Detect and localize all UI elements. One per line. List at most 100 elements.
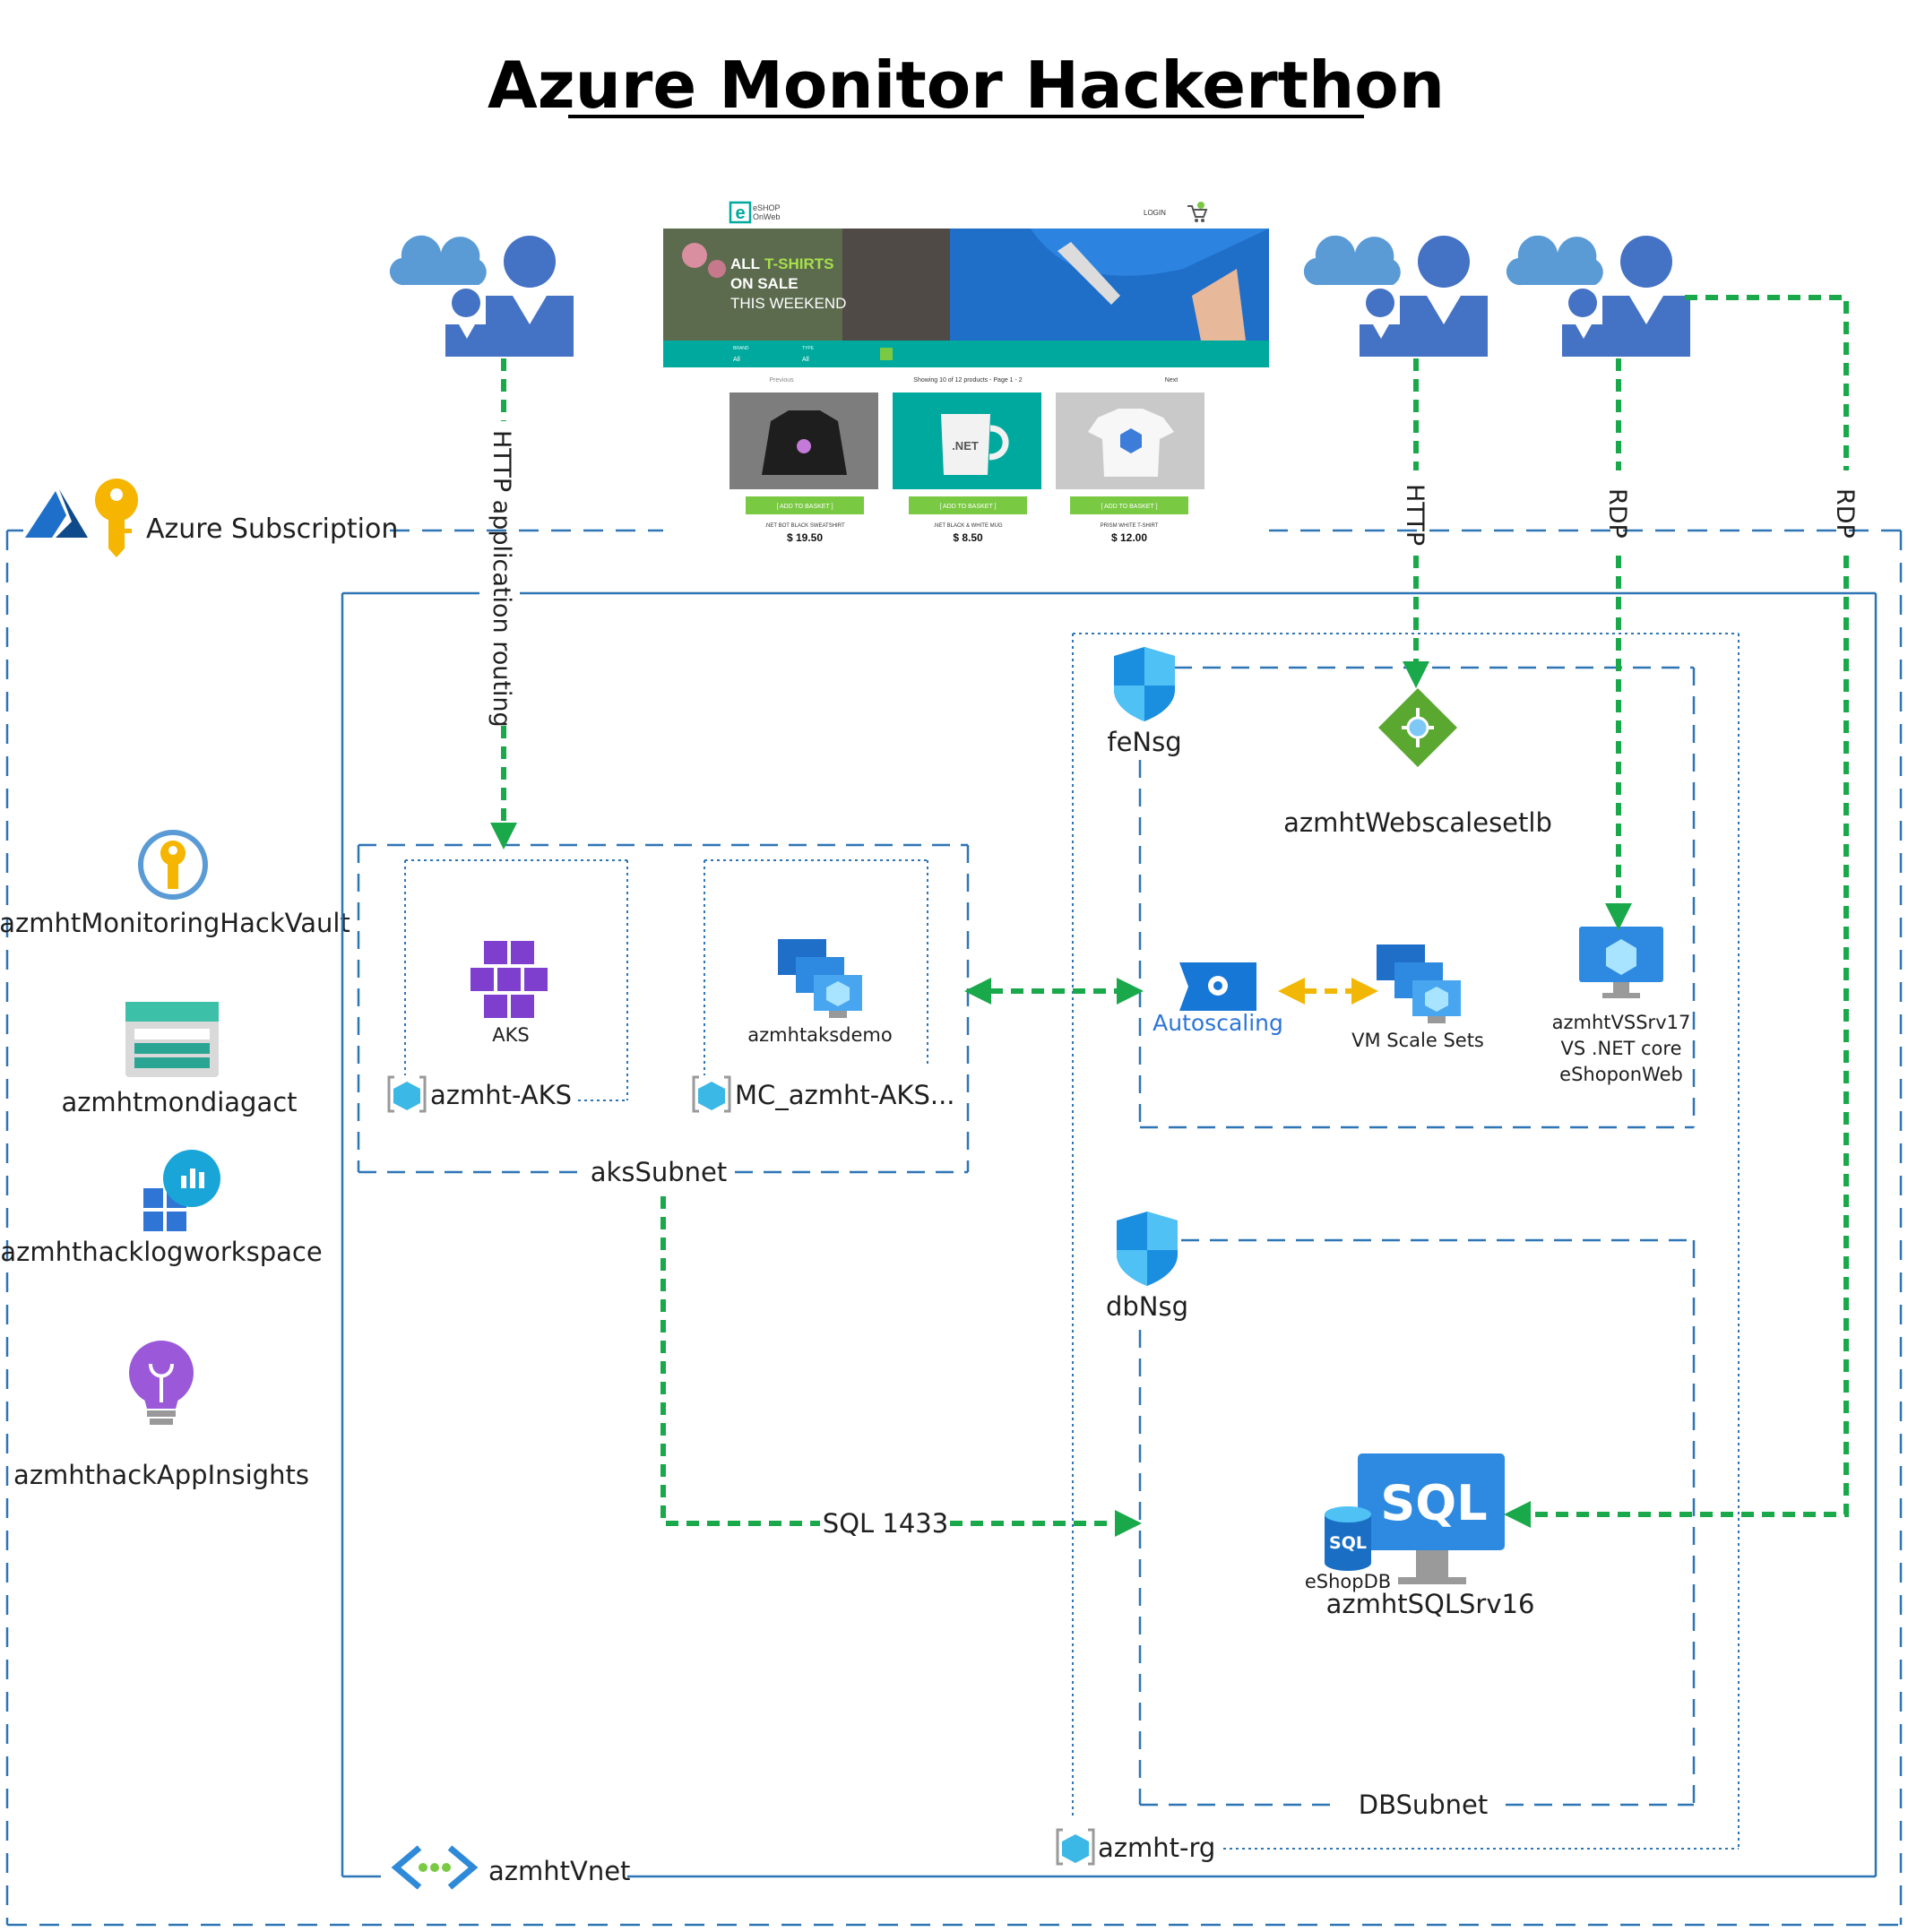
aks-subnet-boundary (357, 843, 970, 1174)
eshop-add-to-basket-label: [ ADD TO BASKET ] (776, 504, 833, 510)
shield-icon (1117, 1212, 1178, 1286)
eshop-add-to-basket-button[interactable] (746, 496, 864, 514)
label-rdp-2: RDP (1831, 488, 1859, 539)
eshop-filter-brand[interactable]: All (733, 357, 740, 363)
eshop-product-name: .NET BLACK & WHITE MUG (933, 523, 1003, 529)
aks-caption: AKS (492, 1024, 529, 1046)
sql-database-icon: SQL (1325, 1506, 1371, 1571)
load-balancer-label: azmhtWebscalesetlb (1283, 807, 1552, 838)
user-group-icon (1303, 235, 1488, 357)
eshop-mug-text: .NET (952, 439, 979, 453)
key-icon (95, 479, 138, 557)
eshop-logo-letter: e (735, 203, 745, 223)
azure-logo-icon (25, 489, 88, 538)
side-resource-label-storage: azmhtmondiagact (61, 1087, 297, 1117)
eshop-add-to-basket-label: [ ADD TO BASKET ] (1101, 504, 1157, 510)
vm-scale-set-icon (778, 939, 862, 1018)
sql-server-icon-text: SQL (1380, 1475, 1487, 1531)
aks-rg-label: azmht-AKS (430, 1080, 572, 1110)
subscription-label: Azure Subscription (146, 513, 398, 545)
load-balancer-icon (1378, 688, 1457, 767)
eshop-product-price: $ 8.50 (953, 531, 983, 544)
azmht-rg-label: azmht-rg (1098, 1833, 1215, 1863)
connector-rdp2-upper (1685, 295, 1849, 470)
sql-database-label: eShopDB (1305, 1571, 1391, 1592)
vmss-label: VM Scale Sets (1351, 1030, 1484, 1051)
user-group-icon (389, 235, 574, 357)
cart-icon[interactable] (1187, 202, 1208, 222)
eshop-screenshot: e eSHOP OnWeb LOGIN ALL T-SHIRTS ON SALE… (663, 197, 1269, 556)
label-sql-1433: SQL 1433 (823, 1508, 948, 1539)
vm-label-line2: VS .NET core (1560, 1038, 1681, 1059)
eshop-add-to-basket-button[interactable] (1070, 496, 1188, 514)
mc-caption: azmhtaksdemo (747, 1024, 892, 1046)
aks-subnet-label: aksSubnet (591, 1157, 727, 1187)
eshop-product-price: $ 19.50 (787, 531, 823, 544)
user-group-icon (1506, 235, 1690, 357)
resource-group-icon (1056, 1828, 1095, 1866)
eshop-product-price: $ 12.00 (1111, 531, 1147, 544)
label-http-routing: HTTP application routing (488, 430, 515, 728)
eshop-login-link[interactable]: LOGIN (1144, 209, 1166, 217)
vm-scale-set-icon (1377, 944, 1461, 1023)
sql-server-label: azmhtSQLSrv16 (1326, 1589, 1535, 1619)
db-nsg-label: dbNsg (1106, 1291, 1188, 1322)
connector-rdp2-lower (1504, 556, 1849, 1528)
page-title: Azure Monitor Hackerthon (488, 47, 1445, 123)
vm-label-line3: eShoponWeb (1559, 1064, 1683, 1085)
label-http: HTTP (1401, 484, 1429, 546)
db-subnet-label: DBSubnet (1359, 1790, 1489, 1820)
eshop-pager-info: Showing 10 of 12 products - Page 1 - 2 (913, 377, 1023, 384)
eshop-pager-previous[interactable]: Previous (769, 377, 794, 384)
azmht-rg-boundary (1072, 633, 1740, 1850)
eshop-product-name: .NET BOT BLACK SWEATSHIRT (764, 523, 845, 529)
eshop-filter-bar (663, 341, 1269, 367)
eshop-product-card: [ ADD TO BASKET ] PRISM WHITE T-SHIRT $ … (1056, 392, 1204, 544)
mc-rg-label: MC_azmht-AKS... (735, 1080, 955, 1110)
fe-subnet-boundary (1138, 666, 1696, 1129)
eshop-product-card: .NET [ ADD TO BASKET ] .NET BLACK & WHIT… (893, 392, 1041, 544)
eshop-filter-type[interactable]: All (802, 357, 809, 363)
eshop-filter-apply-button[interactable] (880, 348, 893, 360)
app-insights-icon (129, 1341, 194, 1425)
autoscale-icon (1179, 962, 1256, 1011)
eshop-pager-next[interactable]: Next (1165, 377, 1178, 384)
vnet-boundary (341, 591, 1878, 1878)
kubernetes-icon (471, 941, 548, 1018)
eshop-product-name: PRISM WHITE T-SHIRT (1101, 523, 1159, 529)
vm-label-line1: azmhtVSSrv17 (1552, 1012, 1691, 1033)
eshop-logo-line1: eSHOP (753, 203, 781, 212)
eshop-banner-line1b: T-SHIRTS (764, 255, 833, 272)
eshop-banner-line2: ON SALE (730, 275, 799, 292)
sql-server-icon: SQL (1358, 1453, 1505, 1584)
fe-nsg-label: feNsg (1107, 727, 1181, 757)
log-analytics-icon (143, 1150, 220, 1231)
aks-rg-boundary (404, 859, 628, 1101)
resource-group-icon (387, 1075, 427, 1113)
virtual-machine-icon (1579, 927, 1663, 998)
eshop-filter-type-label: TYPE (802, 346, 815, 351)
storage-account-icon (125, 1002, 219, 1077)
eshop-banner-line3: THIS WEEKEND (730, 295, 846, 312)
connector-sql-left (660, 1196, 820, 1526)
mc-rg-boundary (704, 859, 928, 1075)
side-resource-label-keyvault: azmhtMonitoringHackVault (0, 908, 350, 938)
side-resource-label-app-insights: azmhthackAppInsights (13, 1460, 309, 1490)
eshop-add-to-basket-label: [ ADD TO BASKET ] (939, 504, 996, 510)
eshop-add-to-basket-button[interactable] (909, 496, 1027, 514)
autoscale-label: Autoscaling (1153, 1010, 1283, 1036)
subscription-boundary (5, 529, 1903, 1927)
vnet-label: azmhtVnet (488, 1856, 630, 1886)
db-subnet-boundary (1138, 1238, 1696, 1807)
side-resource-label-log-workspace: azmhthacklogworkspace (0, 1237, 322, 1267)
eshop-logo: e eSHOP OnWeb (729, 201, 781, 224)
key-vault-icon (138, 830, 208, 900)
eshop-logo-line2: OnWeb (753, 212, 780, 221)
eshop-product-card: [ ADD TO BASKET ] .NET BOT BLACK SWEATSH… (730, 392, 878, 544)
label-rdp-1: RDP (1603, 488, 1631, 539)
eshop-banner-line1: ALL (730, 255, 760, 272)
shield-icon (1114, 647, 1175, 721)
eshop-filter-brand-label: BRAND (733, 346, 749, 351)
resource-group-icon (692, 1075, 731, 1113)
